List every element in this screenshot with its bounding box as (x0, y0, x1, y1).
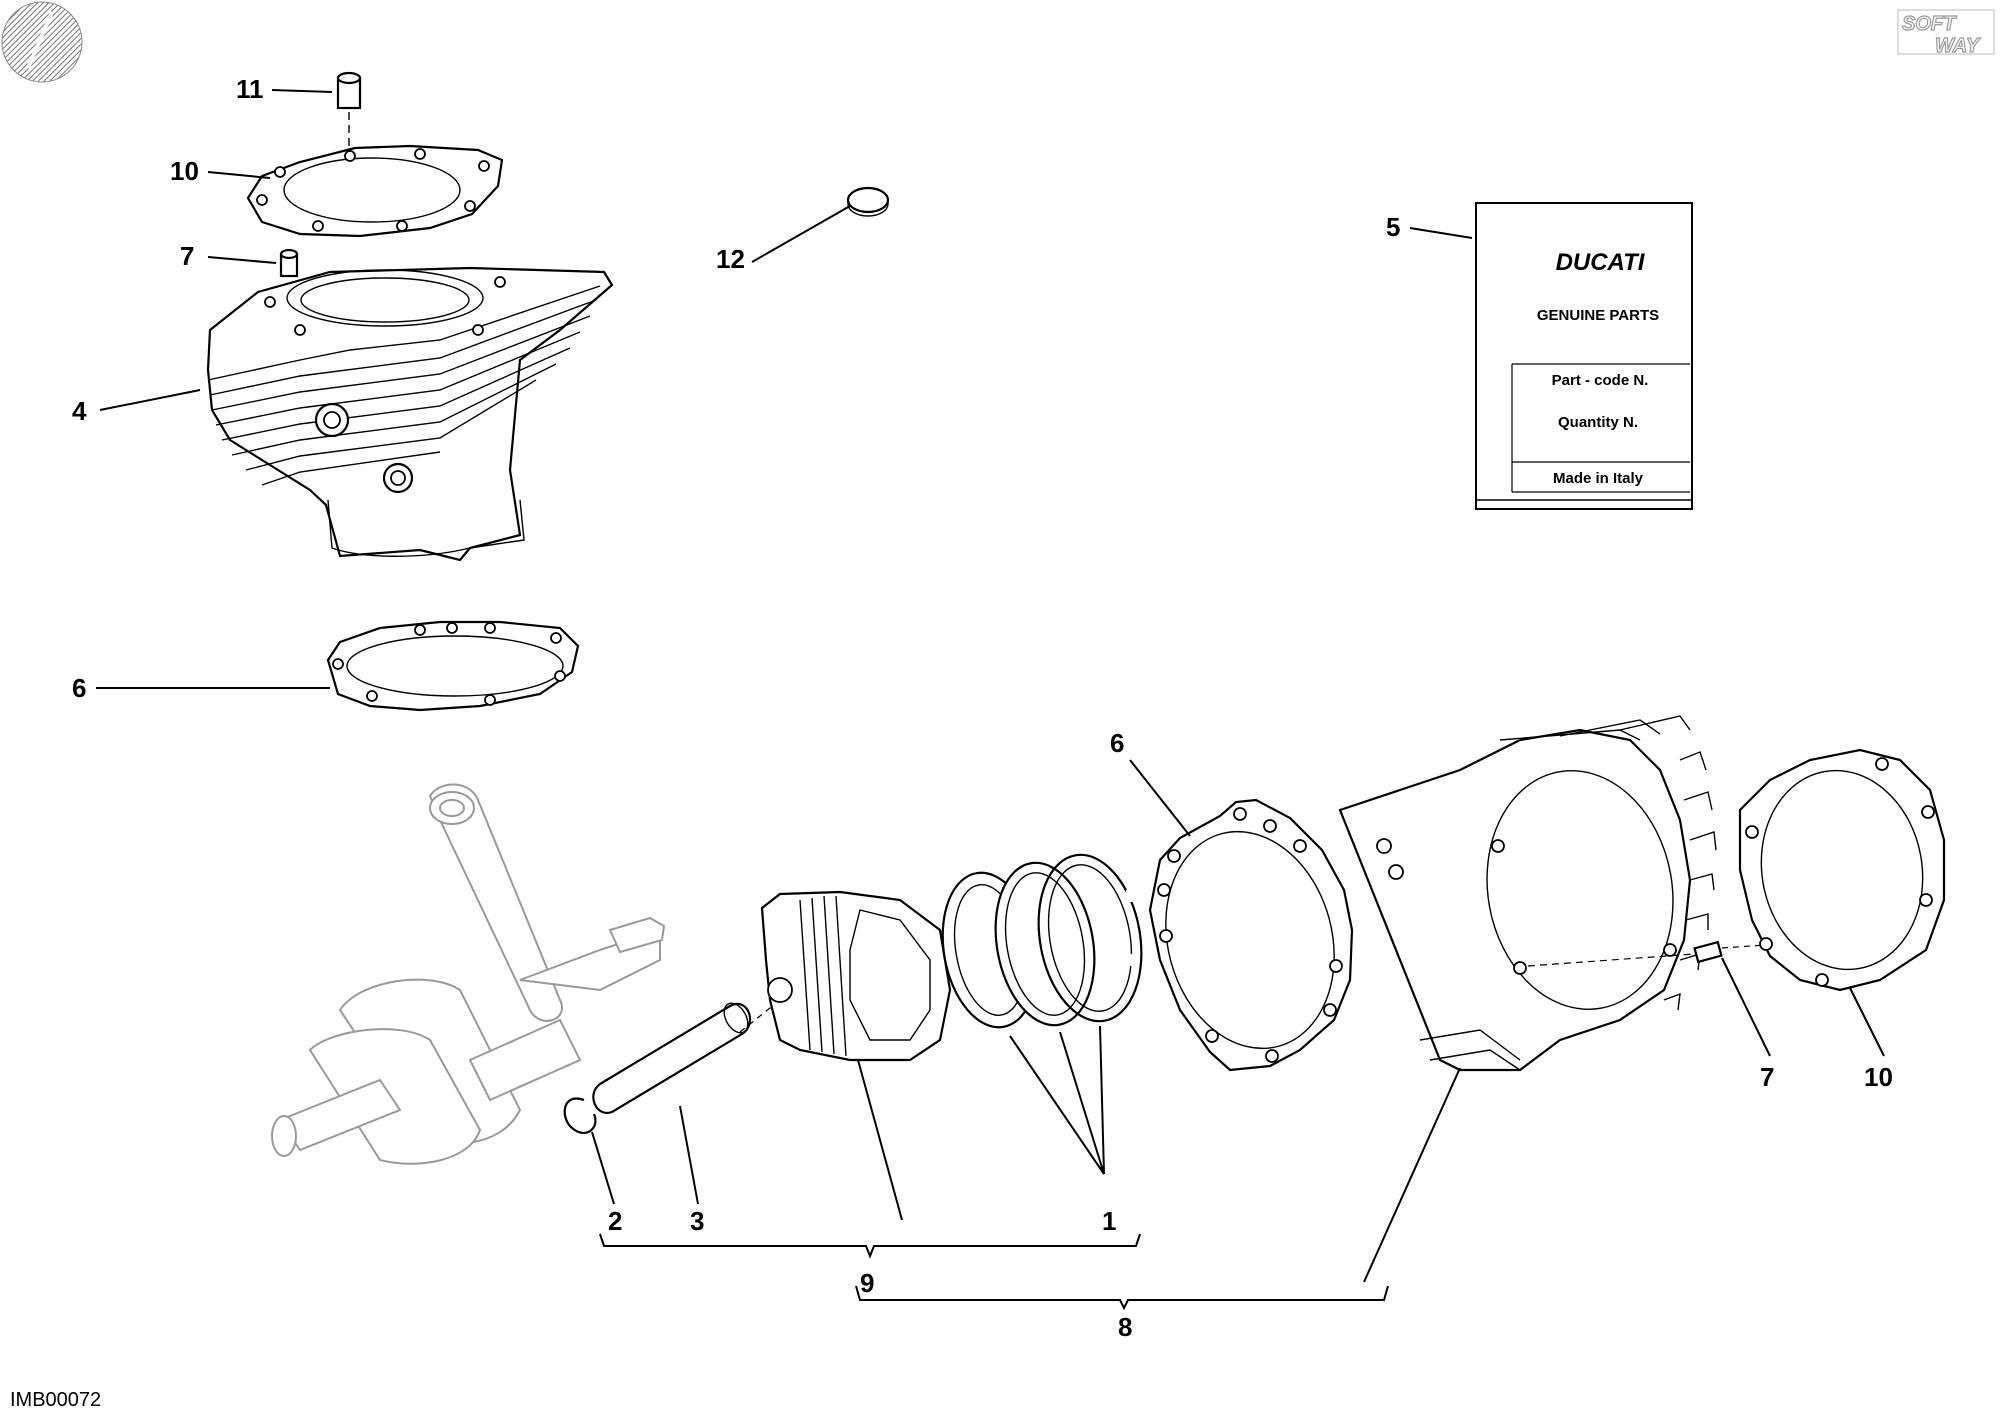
part-10-head-gasket-lower[interactable] (1738, 748, 1946, 992)
part-12-cap[interactable] (846, 186, 890, 217)
part-3-gudgeon-pin[interactable] (592, 999, 781, 1115)
tag-brand: DUCATI (1556, 249, 1646, 276)
tag-quantity-label: Quantity N. (1558, 414, 1638, 431)
callout-1: 1 (1102, 1206, 1116, 1236)
callout-6-lower: 6 (1110, 728, 1124, 758)
callout-6-upper: 6 (72, 673, 86, 703)
part-4-cylinder[interactable] (206, 266, 614, 562)
part-1-piston-rings[interactable] (931, 847, 1154, 1035)
callout-11: 11 (236, 74, 264, 104)
image-code: IMB00072 (10, 1389, 101, 1410)
callout-12: 12 (716, 244, 745, 274)
part-5-genuine-parts-tag[interactable]: DUCATI GENUINE PARTS Part - code N. Quan… (1475, 202, 1693, 510)
part-10-head-gasket[interactable] (246, 144, 504, 238)
callout-numbers: 11 10 7 4 6 12 5 6 7 10 2 3 9 1 8 (72, 74, 1893, 1342)
part-6-base-gasket-lower[interactable] (1142, 798, 1357, 1072)
callout-5: 5 (1386, 212, 1400, 242)
callout-8: 8 (1118, 1312, 1132, 1342)
part-7-dowel-upper[interactable] (279, 248, 301, 351)
tag-origin: Made in Italy (1553, 470, 1644, 487)
callout-4: 4 (72, 396, 87, 426)
callout-2: 2 (608, 1206, 622, 1236)
callout-9: 9 (860, 1268, 874, 1298)
crankshaft (271, 783, 666, 1165)
part-6-base-gasket-upper[interactable] (326, 620, 580, 712)
tag-heading: GENUINE PARTS (1537, 307, 1659, 324)
part-9-piston[interactable] (760, 890, 952, 1062)
badge-line2: WAY (1935, 35, 1981, 57)
badge-line1: SOFT (1902, 13, 1957, 35)
callout-7-upper: 7 (180, 241, 194, 271)
callout-10-upper: 10 (170, 156, 199, 186)
callout-10-lower: 10 (1864, 1062, 1893, 1092)
part-4-cylinder-side[interactable] (1338, 715, 1717, 1072)
part-2-circlip[interactable] (563, 1097, 597, 1134)
softway-badge: SOFT WAY (1897, 9, 1995, 58)
tag-part-code-label: Part - code N. (1552, 372, 1649, 389)
leader-lines (96, 89, 1885, 1311)
callout-7-lower: 7 (1760, 1062, 1774, 1092)
corner-logo (1, 1, 83, 83)
callout-3: 3 (690, 1206, 704, 1236)
